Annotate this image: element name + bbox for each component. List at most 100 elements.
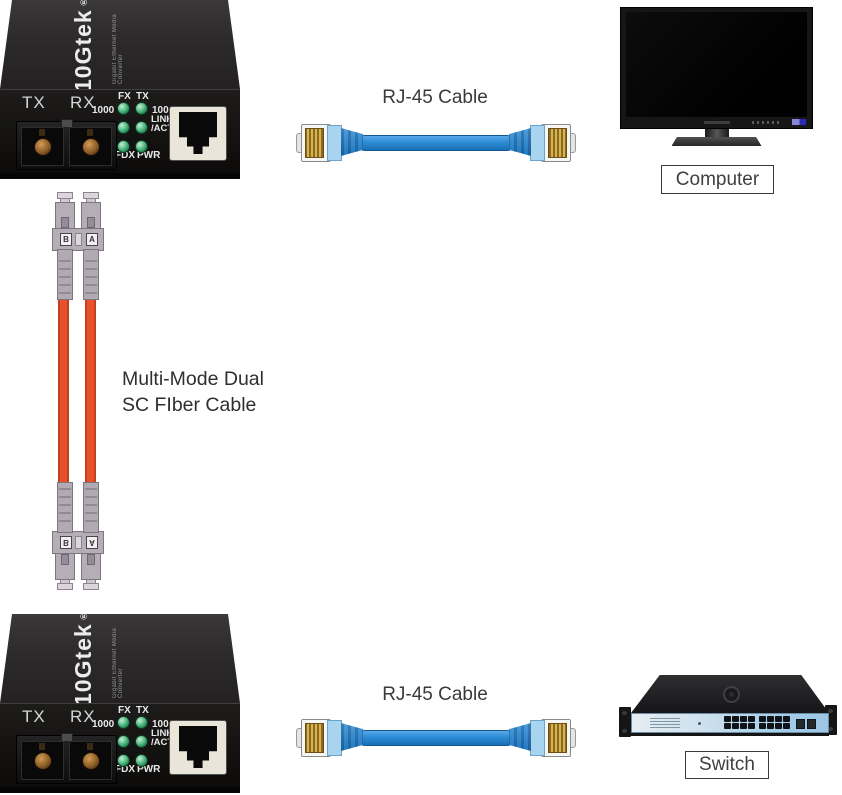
sc-ferrule xyxy=(82,752,100,770)
sc-key-tab xyxy=(39,129,45,136)
connector-boot-ridged xyxy=(57,249,73,300)
sc-rx-socket xyxy=(69,741,112,780)
registered-mark: ® xyxy=(78,610,89,622)
monitor-stand-neck xyxy=(704,129,729,137)
gold-pins xyxy=(305,723,324,753)
rj45-jack-opening xyxy=(179,726,217,768)
sc-port-latch xyxy=(61,119,73,128)
gold-pins xyxy=(305,128,324,158)
sc-tx-socket xyxy=(21,127,64,166)
led-fdx xyxy=(117,754,130,767)
led-link-label: LINK xyxy=(151,728,174,739)
rj45-cable-bottom xyxy=(296,716,576,758)
polarity-tag-a: A xyxy=(86,233,98,246)
sc-connector-top: B A xyxy=(52,192,104,300)
sc-ferrule xyxy=(82,138,100,156)
brand-text: 10Gtek xyxy=(70,623,96,706)
plug-boot xyxy=(530,125,545,161)
led-tx-link xyxy=(135,121,148,134)
dust-cap xyxy=(57,583,73,590)
screw-hole xyxy=(622,729,627,733)
plug-window xyxy=(87,554,95,565)
led-tx-label: TX xyxy=(136,705,149,716)
sc-duplex-port xyxy=(16,119,117,170)
led-act-label: /ACT xyxy=(151,737,174,748)
plug-window xyxy=(61,217,69,228)
converter-bottom-edge xyxy=(0,173,240,178)
fiber-strand-right xyxy=(85,297,96,485)
led-fdx xyxy=(117,140,130,153)
converter-top-face: 10Gtek® Gigabit Ethernet Media Converter xyxy=(0,0,240,89)
led-1000-label: 1000 xyxy=(92,105,115,116)
clip-slot xyxy=(75,233,82,246)
led-fx-label: FX xyxy=(118,91,131,102)
sc-plug xyxy=(81,551,101,580)
gold-pins xyxy=(548,128,567,158)
led-link-label: LINK xyxy=(151,114,174,125)
media-converter-bottom: 10Gtek® Gigabit Ethernet Media Converter… xyxy=(0,614,240,793)
led-indicators xyxy=(117,102,148,153)
rj45-plug-left xyxy=(296,121,363,163)
monitor-stand-base xyxy=(671,137,762,146)
strain-relief xyxy=(509,723,531,751)
switch-logo-ring xyxy=(723,686,740,703)
sc-plug xyxy=(55,551,75,580)
converter-bottom-edge xyxy=(0,787,240,792)
led-tx-label: TX xyxy=(136,91,149,102)
sc-duplex-port xyxy=(16,733,117,784)
led-tx-100 xyxy=(135,102,148,115)
brand-logo: 10Gtek® xyxy=(70,0,97,89)
connector-boot-ridged xyxy=(83,249,99,300)
switch-front-panel xyxy=(631,713,829,733)
switch-caption-box: Switch xyxy=(685,751,769,779)
duplex-clip: B A xyxy=(52,531,104,554)
plug-window xyxy=(87,217,95,228)
polarity-tag-b: B xyxy=(60,536,72,549)
led-pwr xyxy=(135,754,148,767)
fiber-strand-left xyxy=(58,297,69,485)
switch-bottom-edge xyxy=(631,733,829,736)
sc-rx-socket xyxy=(69,127,112,166)
tx-port-label: TX xyxy=(22,707,46,726)
ethernet-cable-line xyxy=(358,730,514,746)
switch-caption: Switch xyxy=(699,754,755,775)
sc-connector-bottom: B A xyxy=(52,482,104,590)
strain-relief xyxy=(341,723,363,751)
monitor-screen xyxy=(620,7,813,129)
led-act-label: /ACT xyxy=(151,123,174,134)
led-fx-link xyxy=(117,121,130,134)
rx-port-label: RX xyxy=(70,707,96,726)
registered-mark: ® xyxy=(78,0,89,8)
plug-boot xyxy=(327,125,342,161)
gold-pins xyxy=(548,723,567,753)
rj45-cable-caption-bottom: RJ-45 Cable xyxy=(382,684,488,705)
led-indicators xyxy=(117,716,148,767)
sc-key-tab xyxy=(87,129,93,136)
monitor-display-panel xyxy=(626,12,807,117)
switch-top-face xyxy=(631,675,829,713)
sc-port-latch xyxy=(61,733,73,742)
sc-key-tab xyxy=(39,743,45,750)
led-fx-label: FX xyxy=(118,705,131,716)
led-fdx-label: FDX xyxy=(115,764,135,775)
led-100-label: 100 xyxy=(152,719,169,730)
fiber-caption-line2: SC FIber Cable xyxy=(122,394,257,416)
led-1000-label: 1000 xyxy=(92,719,115,730)
computer-caption: Computer xyxy=(675,168,760,190)
sfp-slots xyxy=(796,719,816,729)
led-fx-1000 xyxy=(117,716,130,729)
rj45-plug-right xyxy=(510,716,576,758)
plug-body xyxy=(301,719,331,757)
clip-slot xyxy=(75,536,82,549)
computer-monitor xyxy=(620,7,813,146)
rack-ear-left xyxy=(619,707,631,737)
screw-hole xyxy=(622,711,627,715)
converter-subtitle: Gigabit Ethernet Media Converter xyxy=(112,627,124,698)
plug-window xyxy=(61,554,69,565)
sc-ferrule xyxy=(34,752,52,770)
rx-port-label: RX xyxy=(70,93,96,112)
monitor-sticker xyxy=(792,119,806,125)
fiber-cable-caption: Multi-Mode Dual SC FIber Cable xyxy=(122,366,264,418)
polarity-tag-b: B xyxy=(60,233,72,246)
rj45-port xyxy=(169,106,227,161)
